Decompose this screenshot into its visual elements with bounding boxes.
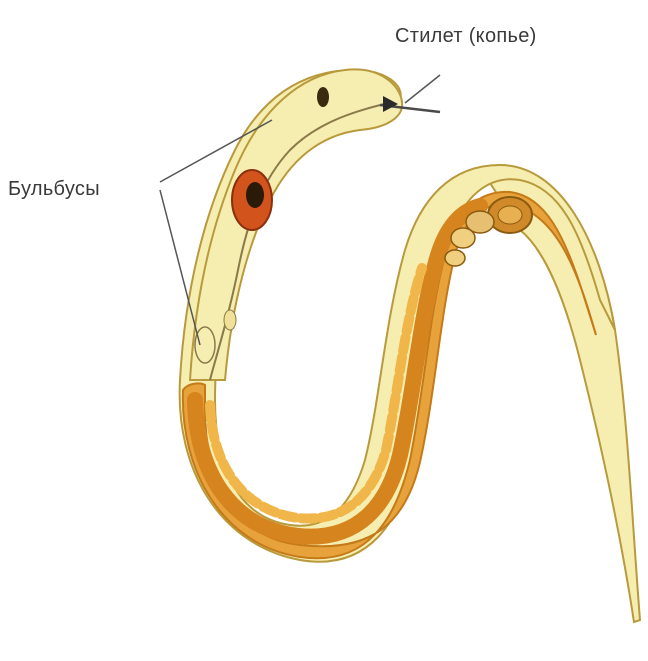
median-bulb (232, 170, 272, 230)
stylet-pointer-line (405, 75, 440, 103)
label-bulbs: Бульбусы (8, 178, 100, 200)
label-stylet: Стилет (копье) (395, 25, 537, 47)
median-bulb-small (317, 87, 329, 107)
